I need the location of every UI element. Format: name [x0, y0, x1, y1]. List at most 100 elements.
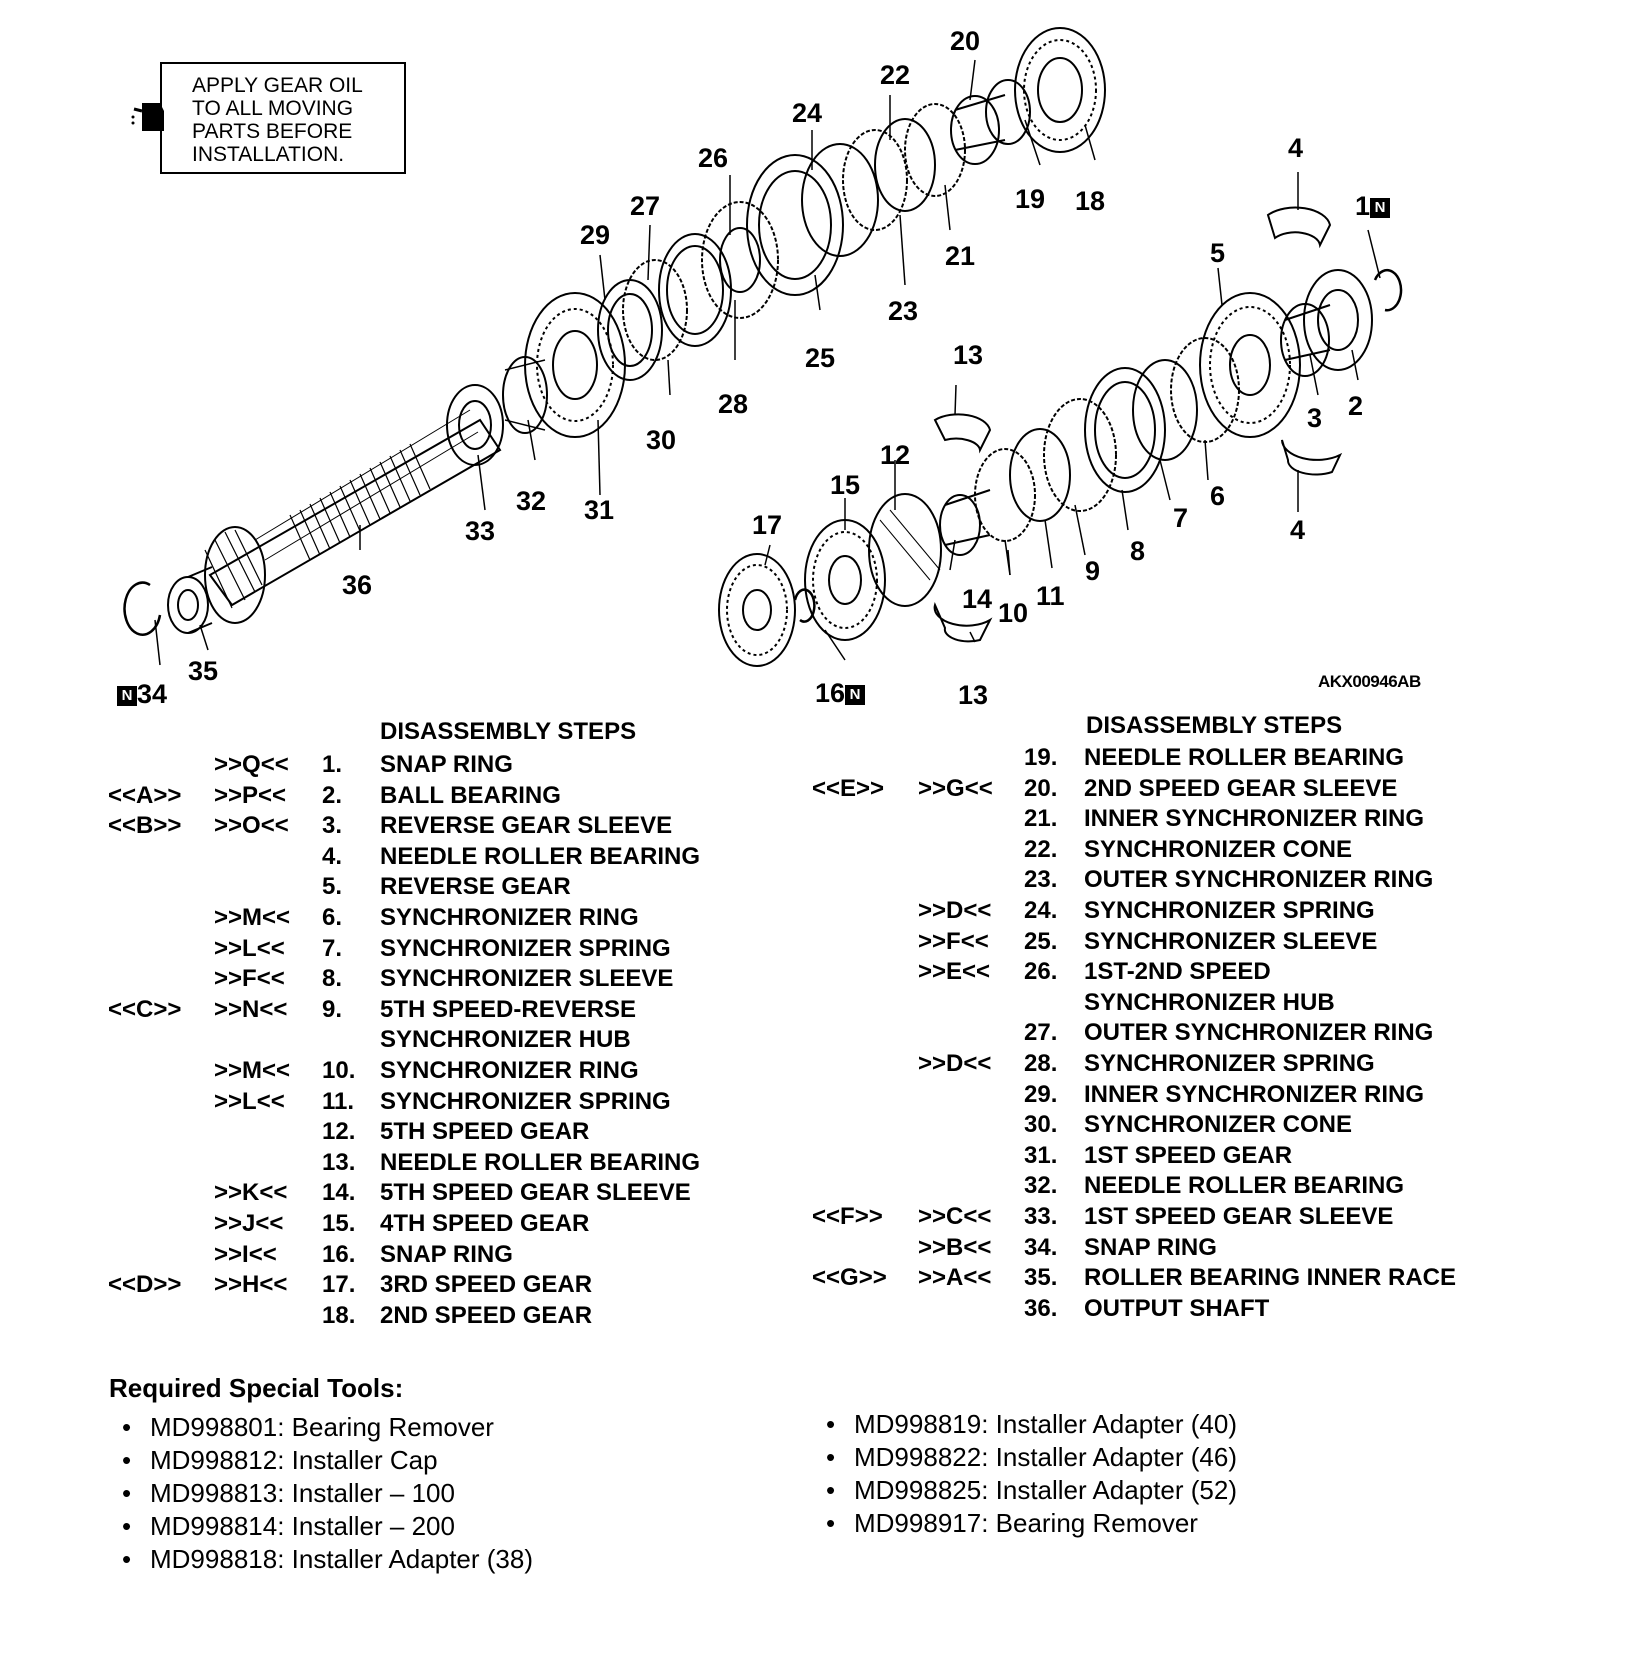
step-ref-a: <<G>>	[812, 1264, 887, 1292]
step-ref-b: >>Q<<	[214, 751, 289, 778]
callout-26: 26	[698, 143, 729, 173]
callout-2: 2	[1348, 391, 1364, 421]
step-row: >>I<<16.SNAP RING	[108, 1240, 748, 1270]
tools-title: Required Special Tools:	[109, 1373, 404, 1403]
step-number: 11.	[322, 1087, 355, 1115]
parts-drawing	[123, 27, 1403, 667]
output-shaft-drawing	[123, 409, 502, 636]
step-number: 3.	[322, 812, 343, 840]
step-ref-b: >>G<<	[918, 774, 993, 802]
step-row: >>L<<11.SYNCHRONIZER SPRING	[108, 1087, 748, 1117]
step-number: 20.	[1024, 774, 1058, 802]
callout-9: 9	[1085, 556, 1101, 586]
callout-29: 29	[580, 220, 611, 250]
step-text: OUTER SYNCHRONIZER RING	[1084, 1019, 1434, 1047]
callout-12: 12	[880, 440, 911, 470]
step-ref-b: >>J<<	[214, 1210, 284, 1237]
step-text: SYNCHRONIZER SPRING	[380, 1087, 671, 1115]
step-row: >>F<<8.SYNCHRONIZER SLEEVE	[108, 964, 748, 994]
step-text: SYNCHRONIZER SLEEVE	[380, 965, 674, 993]
step-row: 18.2ND SPEED GEAR	[108, 1301, 748, 1331]
step-row: >>J<<15.4TH SPEED GEAR	[108, 1209, 748, 1239]
step-text: BALL BEARING	[380, 781, 561, 809]
step-ref-b: >>N<<	[214, 995, 288, 1023]
step-text: SYNCHRONIZER RING	[380, 904, 639, 931]
step-number: 17.	[322, 1271, 356, 1299]
callout-19: 19	[1015, 184, 1046, 214]
step-row: 23. OUTER SYNCHRONIZER RING	[812, 865, 1512, 895]
step-ref-b: >>M<<	[214, 904, 291, 931]
step-number: 7.	[322, 934, 343, 962]
step-number: 22.	[1024, 835, 1058, 863]
step-row: <<D>>>>H<<17.3RD SPEED GEAR	[108, 1270, 748, 1300]
callout-14: 14	[962, 584, 993, 614]
step-number: 23.	[1024, 866, 1058, 894]
step-number: 35.	[1024, 1264, 1058, 1292]
step-row: 13.NEEDLE ROLLER BEARING	[108, 1148, 748, 1178]
new-part-badge: N	[117, 686, 137, 706]
step-number: 19.	[1024, 744, 1058, 771]
step-row: 19. NEEDLE ROLLER BEARING	[812, 743, 1512, 773]
step-row: >>M<<6.SYNCHRONIZER RING	[108, 903, 748, 933]
step-number: 21.	[1024, 805, 1058, 833]
step-row: <<A>>>>P<<2.BALL BEARING	[108, 781, 748, 811]
needle-bearings-drawing	[933, 206, 1343, 643]
step-text: 1ST-2ND SPEED	[1084, 958, 1271, 986]
tool-item: •MD998917: Bearing Remover	[826, 1508, 1198, 1538]
step-ref-a: <<B>>	[108, 812, 182, 840]
step-text: SYNCHRONIZER CONE	[1084, 835, 1353, 863]
step-text: SYNCHRONIZER CONE	[1084, 1111, 1353, 1139]
callout-21: 21	[945, 241, 976, 271]
step-text: REVERSE GEAR	[380, 873, 571, 901]
step-ref-b: >>F<<	[214, 965, 285, 993]
step-number: 10.	[322, 1057, 356, 1084]
tools-list-left: •MD998801: Bearing Remover •MD998812: In…	[122, 1411, 533, 1576]
step-number: 18.	[322, 1301, 356, 1329]
step-ref-a: <<D>>	[108, 1271, 182, 1299]
step-text: 3RD SPEED GEAR	[380, 1271, 593, 1299]
step-number: 24.	[1024, 897, 1058, 924]
step-row: SYNCHRONIZER HUB	[108, 1025, 748, 1055]
steps-left-heading: DISASSEMBLY STEPS	[380, 718, 637, 745]
step-text: 5TH SPEED-REVERSE	[380, 995, 637, 1023]
step-number: 4.	[322, 842, 343, 870]
callout-20: 20	[950, 26, 981, 56]
note-line: PARTS BEFORE	[192, 120, 353, 143]
step-text: 1ST SPEED GEAR SLEEVE	[1084, 1203, 1394, 1230]
step-text: 1ST SPEED GEAR	[1084, 1141, 1293, 1169]
tool-item: •MD998822: Installer Adapter (46)	[826, 1442, 1237, 1472]
step-number: 2.	[322, 781, 343, 809]
step-row: <<C>>>>N<<9.5TH SPEED-REVERSE	[108, 995, 748, 1025]
note-line: INSTALLATION.	[192, 143, 345, 166]
step-text: OUTPUT SHAFT	[1084, 1294, 1270, 1322]
callout-23: 23	[888, 296, 919, 326]
callout-22: 22	[880, 60, 911, 90]
callout-17: 17	[752, 510, 783, 540]
step-row: <<G>>>>A<<35.ROLLER BEARING INNER RACE	[812, 1263, 1512, 1293]
step-text: SYNCHRONIZER HUB	[1084, 988, 1335, 1016]
step-text: SYNCHRONIZER SPRING	[380, 934, 671, 962]
step-text: OUTER SYNCHRONIZER RING	[1084, 866, 1434, 894]
step-ref-b: >>D<<	[918, 897, 992, 924]
step-text: NEEDLE ROLLER BEARING	[380, 842, 701, 870]
callout-6: 6	[1210, 481, 1226, 511]
tool-item: •MD998814: Installer – 200	[122, 1511, 455, 1541]
step-text: NEEDLE ROLLER BEARING	[380, 1148, 701, 1176]
step-ref-b: >>L<<	[214, 934, 285, 962]
oil-can-icon	[131, 103, 164, 131]
step-row: >>K<<14.5TH SPEED GEAR SLEEVE	[108, 1178, 748, 1208]
step-ref-a: <<A>>	[108, 781, 182, 809]
callout-15: 15	[830, 470, 861, 500]
tool-item: •MD998825: Installer Adapter (52)	[826, 1475, 1237, 1505]
lower-assembly-drawing	[718, 268, 1403, 667]
step-text: NEEDLE ROLLER BEARING	[1084, 744, 1405, 771]
step-text: 5TH SPEED GEAR	[380, 1118, 590, 1146]
figure-code: AKX00946AB	[1318, 672, 1421, 691]
step-ref-b: >>E<<	[918, 958, 991, 986]
step-row: >>E<<26.1ST-2ND SPEED	[812, 957, 1512, 987]
callout-28: 28	[718, 389, 749, 419]
step-ref-b: >>A<<	[918, 1264, 992, 1292]
